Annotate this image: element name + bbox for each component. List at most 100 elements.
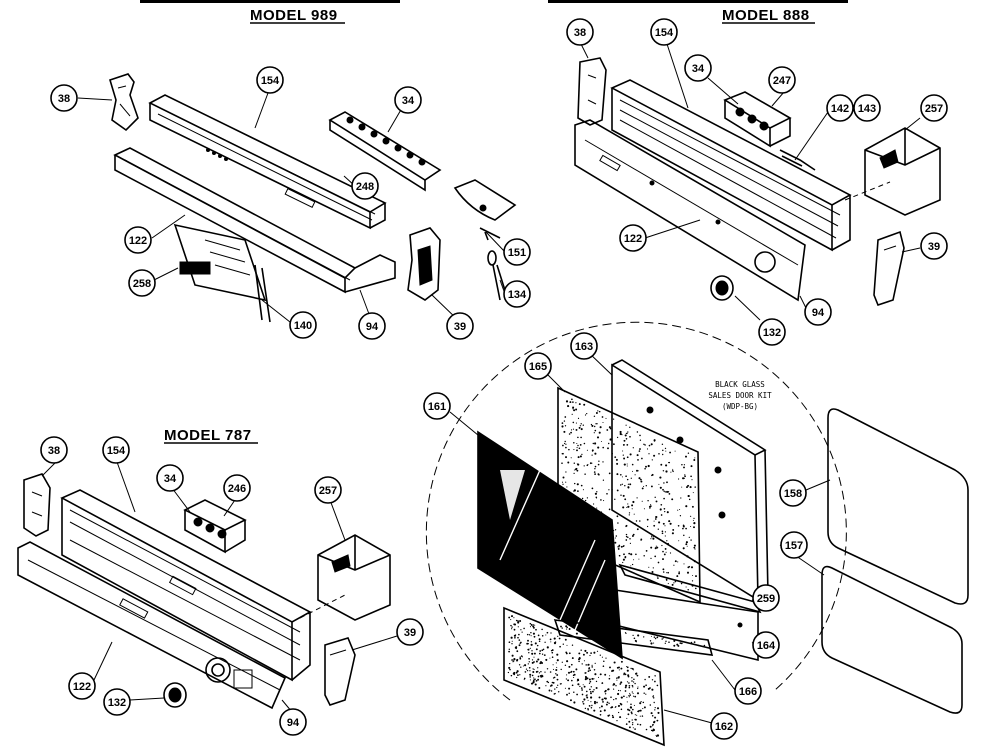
model-989-title: MODEL 989	[250, 7, 338, 24]
callout-154: 154	[650, 18, 678, 46]
model-888-leaders	[579, 41, 921, 321]
callout-134: 134	[503, 280, 531, 308]
callout-165: 165	[524, 352, 552, 380]
callout-39: 39	[396, 618, 424, 646]
callout-34: 34	[684, 54, 712, 82]
door-kit-callouts: 163 165 161 158 157 259 164 166 162	[423, 332, 808, 740]
model-888-section: MODEL 888	[566, 7, 948, 346]
callout-157: 157	[780, 531, 808, 559]
svg-text:163: 163	[575, 341, 593, 353]
svg-text:34: 34	[692, 63, 705, 75]
part-39-endcap	[324, 637, 356, 706]
callout-94: 94	[804, 298, 832, 326]
part-38-bracket	[577, 57, 607, 126]
callout-142: 142	[826, 94, 854, 122]
model-989-callouts: 38 154 34 248 122 258 140 94 39 151 134	[50, 66, 531, 340]
callout-132: 132	[103, 688, 131, 716]
callout-166: 166	[734, 677, 762, 705]
svg-text:34: 34	[402, 95, 415, 107]
part-158-panel	[827, 408, 969, 605]
door-kit-section: BLACK GLASS SALES DOOR KIT (WDP-BG)	[423, 321, 969, 747]
part-122-panel	[574, 119, 806, 302]
part-258-board	[173, 223, 271, 323]
svg-text:166: 166	[739, 686, 757, 698]
svg-text:164: 164	[757, 640, 776, 652]
callout-154: 154	[256, 66, 284, 94]
part-162-panel	[503, 606, 665, 747]
part-39-endcap	[407, 227, 441, 301]
kit-label-line1: BLACK GLASS	[715, 380, 765, 389]
svg-text:122: 122	[624, 233, 642, 245]
svg-text:154: 154	[107, 445, 126, 457]
callout-38: 38	[566, 18, 594, 46]
callout-154: 154	[102, 436, 130, 464]
part-259-strip	[618, 563, 762, 614]
callout-257: 257	[920, 94, 948, 122]
svg-text:259: 259	[757, 593, 775, 605]
part-154-trim	[148, 94, 387, 230]
kit-label-line2: SALES DOOR KIT	[708, 391, 772, 400]
model-888-title: MODEL 888	[722, 7, 810, 24]
svg-text:246: 246	[228, 483, 246, 495]
model-989-leaders	[77, 92, 506, 323]
svg-text:257: 257	[925, 103, 943, 115]
cropped-header-fragments	[140, 0, 848, 3]
part-38-bracket	[23, 473, 51, 537]
callout-247: 247	[768, 66, 796, 94]
callout-163: 163	[570, 332, 598, 360]
callout-39: 39	[446, 312, 474, 340]
part-132-knob	[163, 682, 187, 708]
svg-text:132: 132	[763, 327, 781, 339]
callout-151: 151	[503, 238, 531, 266]
model-787-callouts: 38 154 34 246 257 39 122 132 94	[40, 436, 424, 736]
svg-text:247: 247	[773, 75, 791, 87]
part-257-housing	[844, 127, 941, 216]
callout-34: 34	[394, 86, 422, 114]
svg-text:39: 39	[454, 321, 466, 333]
svg-text:39: 39	[404, 627, 416, 639]
callout-259: 259	[752, 584, 780, 612]
part-132-knob	[710, 275, 734, 301]
model-787-leaders	[41, 461, 398, 713]
svg-text:132: 132	[108, 697, 126, 709]
part-154-trim	[610, 79, 852, 252]
svg-text:154: 154	[655, 27, 674, 39]
part-157-panel	[821, 565, 963, 714]
model-787-title: MODEL 787	[164, 427, 252, 444]
svg-text:38: 38	[58, 93, 70, 105]
part-122-panel	[113, 147, 396, 294]
svg-text:94: 94	[812, 307, 825, 319]
model-888-callouts: 38 154 34 247 142 143 257 122 39 132 94	[566, 18, 948, 346]
svg-text:161: 161	[428, 401, 446, 413]
part-164-frame	[614, 589, 759, 662]
callout-140: 140	[289, 311, 317, 339]
callout-34: 34	[156, 464, 184, 492]
callout-122: 122	[619, 224, 647, 252]
callout-122: 122	[68, 672, 96, 700]
kit-label-line3: (WDP-BG)	[722, 402, 758, 411]
callout-158: 158	[779, 479, 807, 507]
part-38-bracket	[109, 73, 139, 132]
part-142-wires	[779, 149, 816, 171]
callout-132: 132	[758, 318, 786, 346]
svg-text:94: 94	[366, 321, 379, 333]
callout-39: 39	[920, 232, 948, 260]
svg-text:122: 122	[129, 235, 147, 247]
part-154-trim	[60, 489, 312, 682]
part-257-housing	[299, 534, 391, 621]
callout-257: 257	[314, 476, 342, 504]
svg-text:162: 162	[715, 721, 733, 733]
svg-text:165: 165	[529, 361, 547, 373]
callout-94: 94	[358, 312, 386, 340]
svg-text:143: 143	[858, 103, 876, 115]
svg-text:122: 122	[73, 681, 91, 693]
svg-text:258: 258	[133, 278, 151, 290]
svg-text:140: 140	[294, 320, 312, 332]
callout-161: 161	[423, 392, 451, 420]
svg-text:154: 154	[261, 75, 280, 87]
callout-38: 38	[40, 436, 68, 464]
svg-text:94: 94	[287, 717, 300, 729]
part-151-lens	[453, 179, 517, 241]
part-34-switch-block	[183, 499, 247, 554]
